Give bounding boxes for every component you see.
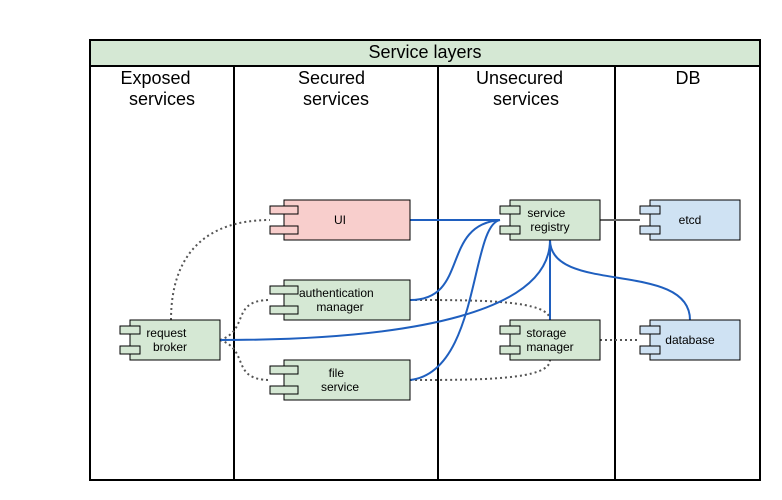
- component-authentication-manager-label: authentication manager: [299, 286, 377, 314]
- component-authentication-manager[interactable]: authentication manager: [269, 279, 411, 321]
- component-etcd[interactable]: etcd: [639, 199, 741, 241]
- component-ui-label: UI: [334, 213, 346, 227]
- lane-title-db: DB: [675, 68, 700, 88]
- component-file-service[interactable]: file service: [269, 359, 411, 401]
- pool-header: [89, 39, 761, 67]
- link-registry-database: [549, 239, 691, 321]
- component-database-label: database: [665, 333, 715, 347]
- component-ui[interactable]: UI: [269, 199, 411, 241]
- component-storage-manager[interactable]: storage manager: [499, 319, 601, 361]
- lane-title-secured: Secured services: [298, 68, 370, 109]
- component-etcd-label: etcd: [679, 213, 702, 227]
- component-service-registry-label: service registry: [527, 206, 569, 234]
- pool-frame: [89, 39, 761, 481]
- link-file-storage: [409, 359, 551, 381]
- pool-title: Service layers: [368, 42, 481, 62]
- component-storage-manager-label: storage manager: [526, 326, 573, 354]
- component-request-broker[interactable]: request broker: [119, 319, 221, 361]
- link-file-registry: [409, 219, 501, 381]
- component-service-registry[interactable]: service registry: [499, 199, 601, 241]
- component-file-service-label: file service: [321, 366, 359, 394]
- lane-title-unsecured: Unsecured services: [476, 68, 568, 109]
- component-database[interactable]: database: [639, 319, 741, 361]
- component-request-broker-label: request broker: [146, 326, 189, 354]
- link-auth-registry: [409, 219, 501, 301]
- link-auth-storage: [409, 299, 551, 321]
- link-broker-ui: [170, 219, 271, 321]
- link-broker-registry: [219, 239, 551, 341]
- lane-title-exposed: Exposed services: [120, 68, 195, 109]
